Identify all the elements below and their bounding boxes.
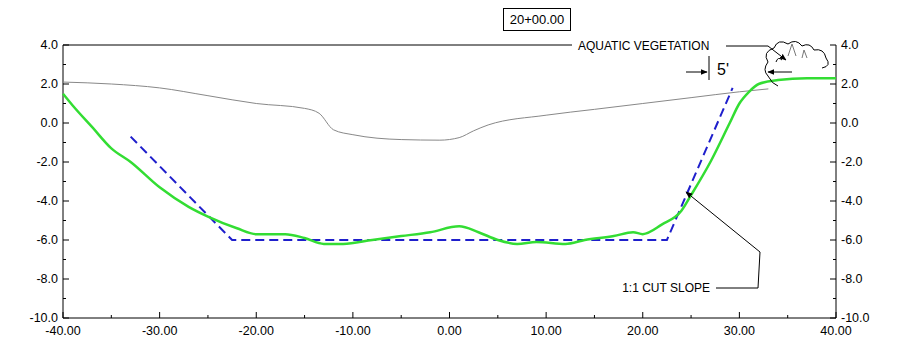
elevation-label: 2.0: [841, 77, 858, 92]
y-tick: [830, 123, 836, 124]
y-tick: [63, 123, 69, 124]
elevation-label: -10.0: [841, 311, 870, 326]
x-minor-tick: [304, 315, 305, 318]
vegetation-symbol: [765, 41, 828, 86]
offset-label: 20.00: [627, 324, 658, 339]
y-minor-tick: [63, 103, 66, 104]
y-tick: [830, 318, 836, 319]
leader-line: [726, 46, 786, 60]
offset-label: 40.00: [820, 324, 851, 339]
offset-label: -20.00: [239, 324, 274, 339]
callout-label: AQUATIC VEGETATION: [576, 39, 711, 53]
y-tick: [830, 201, 836, 202]
leader-line: [716, 288, 758, 289]
elevation-label: -2.0: [841, 155, 863, 170]
station-title: 20+00.00: [503, 8, 572, 31]
x-minor-tick: [787, 315, 788, 318]
x-minor-tick: [207, 315, 208, 318]
leader-line: [686, 192, 760, 288]
y-minor-tick: [63, 259, 66, 260]
y-minor-tick: [63, 298, 66, 299]
x-tick: [63, 312, 64, 318]
callout-label: 5': [715, 61, 731, 79]
x-tick: [449, 312, 450, 318]
elevation-label: -8.0: [36, 272, 58, 287]
existing-ground: [63, 82, 768, 140]
elevation-label: -10.0: [30, 311, 59, 326]
y-minor-tick: [833, 142, 836, 143]
x-minor-tick: [497, 315, 498, 318]
elevation-label: 0.0: [41, 116, 58, 131]
elevation-label: 4.0: [841, 38, 858, 53]
y-minor-tick: [833, 181, 836, 182]
y-tick: [830, 162, 836, 163]
y-tick: [830, 45, 836, 46]
design-section: [131, 88, 733, 240]
y-minor-tick: [63, 181, 66, 182]
elevation-label: -8.0: [841, 272, 863, 287]
x-tick: [642, 312, 643, 318]
x-tick: [159, 312, 160, 318]
y-tick: [830, 240, 836, 241]
y-tick: [63, 45, 69, 46]
y-minor-tick: [833, 259, 836, 260]
offset-label: -10.00: [335, 324, 370, 339]
x-tick: [256, 312, 257, 318]
elevation-label: -6.0: [36, 233, 58, 248]
y-tick: [63, 162, 69, 163]
x-tick: [546, 312, 547, 318]
x-tick: [739, 312, 740, 318]
offset-label: -30.00: [142, 324, 177, 339]
y-minor-tick: [833, 103, 836, 104]
x-minor-tick: [691, 315, 692, 318]
y-minor-tick: [63, 142, 66, 143]
elevation-label: -4.0: [841, 194, 863, 209]
x-tick: [352, 312, 353, 318]
vegetation-symbol: [788, 44, 807, 58]
y-tick: [63, 318, 69, 319]
y-minor-tick: [833, 220, 836, 221]
offset-label: 10.00: [530, 324, 561, 339]
y-tick: [63, 240, 69, 241]
y-minor-tick: [63, 64, 66, 65]
offset-label: -40.00: [45, 324, 80, 339]
y-tick: [63, 201, 69, 202]
elevation-label: -6.0: [841, 233, 863, 248]
y-minor-tick: [63, 220, 66, 221]
y-minor-tick: [833, 298, 836, 299]
offset-label: 30.00: [724, 324, 755, 339]
y-tick: [63, 279, 69, 280]
elevation-label: -2.0: [36, 155, 58, 170]
callout-label: 1:1 CUT SLOPE: [620, 281, 712, 295]
frame-top: [63, 45, 572, 46]
dimension-arrow: [686, 72, 707, 73]
y-tick: [830, 279, 836, 280]
dimension-tick: [709, 56, 710, 80]
y-tick: [63, 84, 69, 85]
elevation-label: -4.0: [36, 194, 58, 209]
x-tick: [836, 312, 837, 318]
x-minor-tick: [594, 315, 595, 318]
elevation-label: 4.0: [41, 38, 58, 53]
dimension-arrow: [768, 72, 792, 73]
elevation-label: 2.0: [41, 77, 58, 92]
x-minor-tick: [401, 315, 402, 318]
offset-label: 0.00: [437, 324, 461, 339]
y-tick: [830, 84, 836, 85]
y-minor-tick: [833, 64, 836, 65]
elevation-label: 0.0: [841, 116, 858, 131]
x-minor-tick: [111, 315, 112, 318]
